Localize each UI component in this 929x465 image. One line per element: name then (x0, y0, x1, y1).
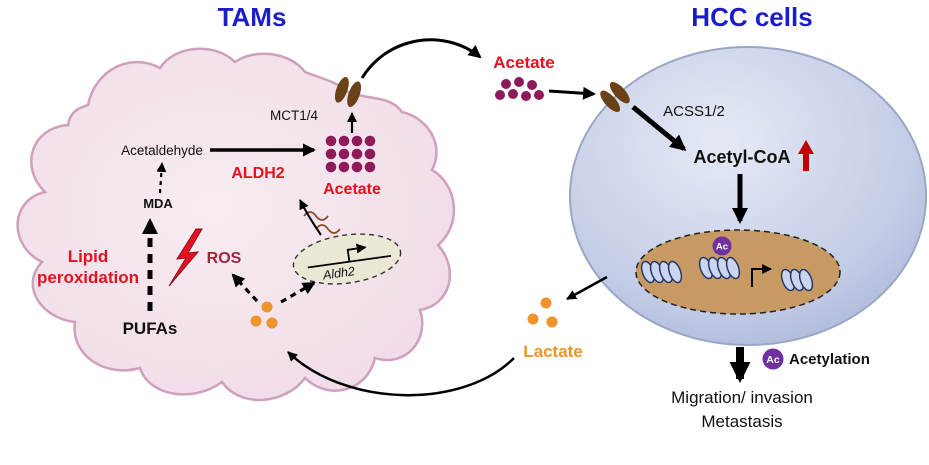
chromatin-coil (698, 256, 741, 280)
lipid-peroxidation-label-line2: peroxidation (37, 268, 139, 287)
metastasis-label: Metastasis (701, 412, 782, 431)
gene-ellipse (292, 233, 402, 285)
migration-invasion-label: Migration/ invasion (671, 388, 813, 407)
tams-title: TAMs (218, 2, 287, 32)
mda-to-acetaldehyde-arrow (156, 162, 167, 194)
hcc-transporter-icon (600, 81, 630, 113)
gene-to-aldh2-arrow (299, 199, 322, 236)
acss-reaction-arrow (631, 105, 687, 151)
aldh2-enzyme-label: ALDH2 (231, 165, 284, 182)
tam-acetate-label: Acetate (323, 181, 381, 198)
acetyl-coa-increase-icon (798, 140, 814, 171)
acetate-to-hcc-arrow (548, 86, 596, 100)
aldh2-gene-label: Aldh2 (321, 264, 356, 282)
aldh2-gene-diagram: Aldh2 (292, 233, 402, 285)
legend-ac-circle (762, 348, 784, 370)
tam-acetate-dots (325, 135, 376, 173)
mda-label: MDA (143, 196, 173, 211)
hcc-lactate-export-arrow (566, 275, 608, 301)
shuttle-acetate-dots (495, 77, 544, 101)
chromatin-coil (780, 268, 814, 292)
chromatin-coil (640, 260, 683, 284)
shuttle-acetate-label: Acetate (493, 53, 554, 72)
transcription-arrow (751, 264, 772, 287)
pufas-label: PUFAs (123, 319, 178, 338)
ac-badge-circle (712, 236, 732, 256)
acetaldehyde-label: Acetaldehyde (121, 143, 203, 158)
acss12-label: ACSS1/2 (663, 103, 725, 120)
lactate-dots-outside-hcc (527, 297, 558, 328)
ros-lightning-icon (168, 228, 203, 287)
tam-cell-shape (16, 47, 456, 402)
mct14-label: MCT1/4 (270, 108, 319, 123)
acetyl-coa-label: Acetyl-CoA (693, 147, 790, 167)
ros-label: ROS (207, 250, 242, 267)
lipid-peroxidation-label-line1: Lipid (68, 247, 109, 266)
lactate-to-ros-arrow (231, 273, 259, 303)
gene-promoter-arrow (346, 243, 367, 262)
acetylation-legend-label: Acetylation (789, 351, 870, 368)
lactate-to-tam-arrow (287, 351, 515, 397)
mrna-squiggle-icon-2 (315, 224, 341, 234)
ac-badge: Ac (716, 242, 728, 253)
lactate-label: Lactate (523, 342, 583, 361)
hcc-title: HCC cells (691, 2, 812, 32)
legend-ac-badge: Ac (766, 354, 780, 366)
mct-transporter-icon (334, 76, 362, 108)
lactate-dots-in-tam (250, 301, 278, 329)
tam-acetate-export-arrow (360, 38, 482, 79)
